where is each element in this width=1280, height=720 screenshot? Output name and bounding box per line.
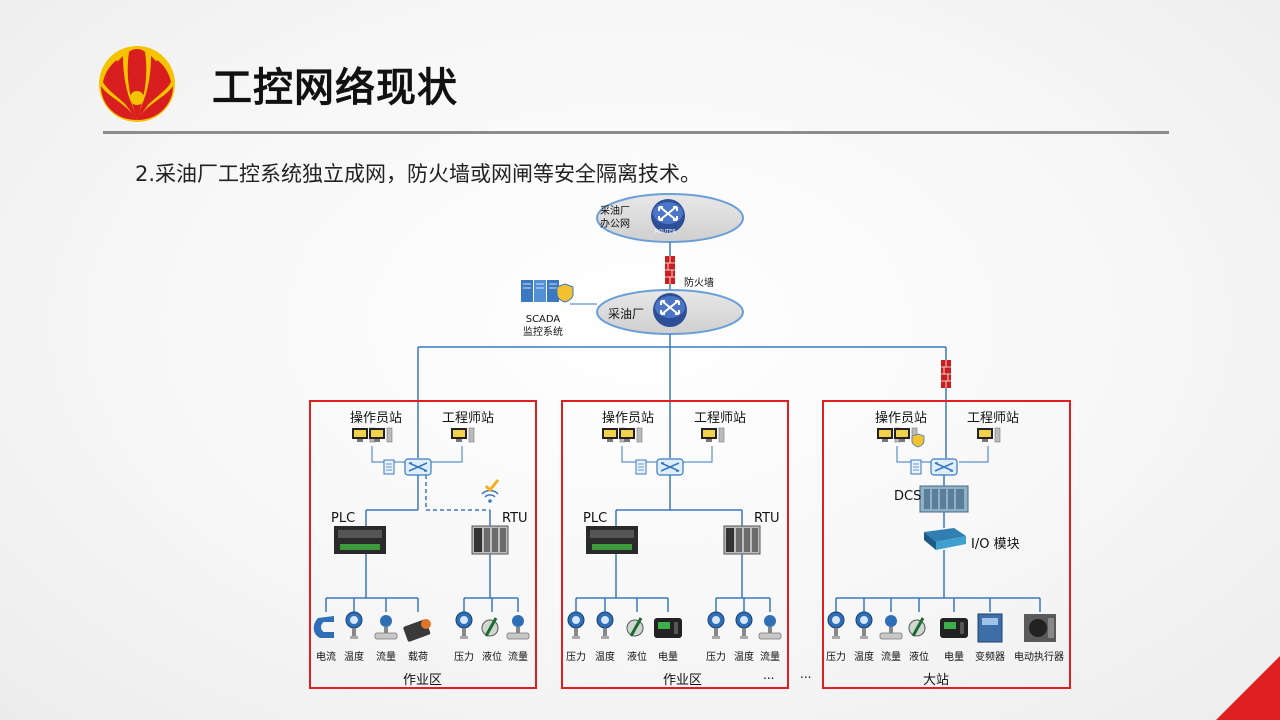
- device-label: 流量: [760, 652, 780, 663]
- device-label: 液位: [482, 652, 502, 663]
- router-badge-label: ROUTER: [655, 229, 676, 235]
- io-module-label: I/O 模块: [971, 537, 1020, 552]
- device-label: 电量: [944, 652, 964, 663]
- device-label: 压力: [826, 652, 846, 663]
- engineer-station-label: 工程师站: [442, 411, 495, 426]
- device-label: 液位: [909, 652, 929, 663]
- engineer-station-label: 工程师站: [694, 411, 747, 426]
- io-module-icon: [924, 528, 966, 550]
- scada-label: SCADA 监控系统: [523, 314, 563, 338]
- zone-ellipsis: ...: [763, 668, 775, 682]
- engineer-station-label: 工程师站: [967, 411, 1020, 426]
- subtitle: 2.采油厂工控系统独立成网，防火墙或网闸等安全隔离技术。: [135, 162, 702, 186]
- zone-label: 作业区: [663, 673, 703, 688]
- scada-server-icon: [521, 280, 574, 303]
- device-label: 温度: [344, 652, 364, 663]
- firewall-label: 防火墙: [684, 278, 714, 289]
- zone-label: 作业区: [403, 673, 443, 688]
- device-label: 变频器: [975, 652, 1005, 663]
- dcs-label: DCS: [894, 489, 922, 504]
- plant-router-label: 采油厂: [608, 307, 645, 321]
- firewall-icon: [940, 359, 952, 389]
- rtu-label: RTU: [754, 511, 780, 526]
- office-network-label: 采油厂 办公网: [600, 206, 630, 230]
- device-label: 温度: [595, 652, 615, 663]
- dcs-icon: [919, 485, 969, 513]
- page-title: 工控网络现状: [212, 65, 458, 111]
- device-label: 流量: [881, 652, 901, 663]
- corner-decoration: [1216, 656, 1280, 720]
- device-label: 电量: [658, 652, 678, 663]
- work-area-zone-1: [309, 400, 537, 689]
- firewall-icon: [664, 255, 676, 285]
- device-label: 温度: [734, 652, 754, 663]
- device-label: 压力: [454, 652, 474, 663]
- work-area-zone-2: [561, 400, 789, 689]
- device-label: 压力: [566, 652, 586, 663]
- zone-label: 大站: [923, 673, 950, 688]
- main-station-zone: [822, 400, 1071, 689]
- device-label: 流量: [508, 652, 528, 663]
- plc-label: PLC: [331, 511, 356, 526]
- device-label: 温度: [854, 652, 874, 663]
- between-ellipsis: ...: [800, 667, 812, 681]
- title-divider: [103, 131, 1169, 134]
- rtu-label: RTU: [502, 511, 528, 526]
- device-label: 液位: [627, 652, 647, 663]
- device-label: 压力: [706, 652, 726, 663]
- operator-station-label: 操作员站: [875, 411, 928, 426]
- operator-station-label: 操作员站: [350, 411, 403, 426]
- plc-label: PLC: [583, 511, 608, 526]
- device-label: 流量: [376, 652, 396, 663]
- device-label: 电动执行器: [1014, 652, 1064, 663]
- device-label: 电流: [316, 652, 336, 663]
- operator-station-label: 操作员站: [602, 411, 655, 426]
- company-logo: [99, 46, 175, 122]
- device-label: 载荷: [408, 652, 428, 663]
